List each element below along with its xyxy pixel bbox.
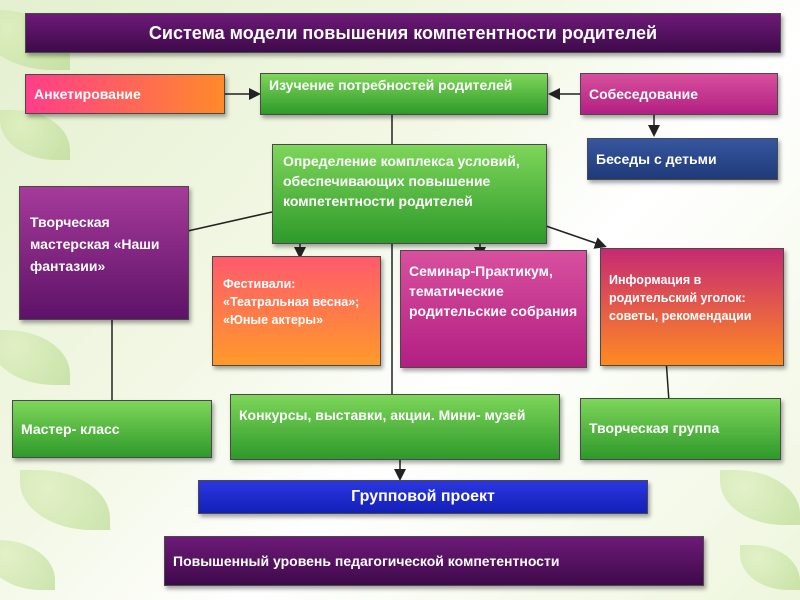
node-festivals-text: Фестивали: «Театральная весна»; «Юные ак… — [223, 277, 360, 327]
node-contests: Конкурсы, выставки, акции. Мини- музей — [230, 394, 560, 460]
diagram-title: Система модели повышения компетентности … — [25, 13, 781, 53]
node-needs: Изучение потребностей родителей — [260, 73, 548, 115]
node-seminar: Семинар-Практикум, тематические родитель… — [400, 250, 587, 368]
node-creative-group-text: Творческая группа — [589, 420, 720, 436]
node-result-text: Повышенный уровень педагогической компет… — [173, 553, 560, 569]
node-group-project: Групповой проект — [198, 480, 648, 514]
node-workshop: Творческая мастерская «Наши фантазии» — [19, 186, 189, 320]
node-festivals: Фестивали: «Театральная весна»; «Юные ак… — [212, 256, 381, 366]
node-seminar-text: Семинар-Практикум, тематические родитель… — [409, 263, 578, 319]
connector-conditions-info — [545, 225, 607, 249]
node-info: Информация в родительский уголок: советы… — [600, 248, 784, 366]
node-survey: Анкетирование — [25, 74, 225, 114]
node-result: Повышенный уровень педагогической компет… — [164, 536, 704, 586]
node-interview-text: Собеседование — [589, 86, 698, 102]
node-masterclass: Мастер- класс — [12, 400, 212, 458]
node-talks-text: Беседы с детьми — [596, 151, 717, 167]
node-survey-text: Анкетирование — [34, 86, 141, 102]
node-info-text: Информация в родительский уголок: советы… — [609, 273, 752, 323]
node-interview: Собеседование — [580, 73, 778, 115]
node-conditions: Определение комплекса условий, обеспечив… — [272, 144, 547, 244]
node-conditions-text: Определение комплекса условий, обеспечив… — [283, 153, 520, 209]
node-masterclass-text: Мастер- класс — [21, 421, 120, 437]
node-creative-group: Творческая группа — [580, 398, 781, 460]
node-needs-text: Изучение потребностей родителей — [269, 77, 513, 93]
node-talks: Беседы с детьми — [587, 138, 778, 180]
diagram-title-text: Система модели повышения компетентности … — [148, 23, 658, 43]
node-contests-text: Конкурсы, выставки, акции. Мини- музей — [239, 407, 526, 423]
node-workshop-text: Творческая мастерская «Наши фантазии» — [30, 214, 160, 274]
node-group-project-text: Групповой проект — [351, 488, 495, 505]
